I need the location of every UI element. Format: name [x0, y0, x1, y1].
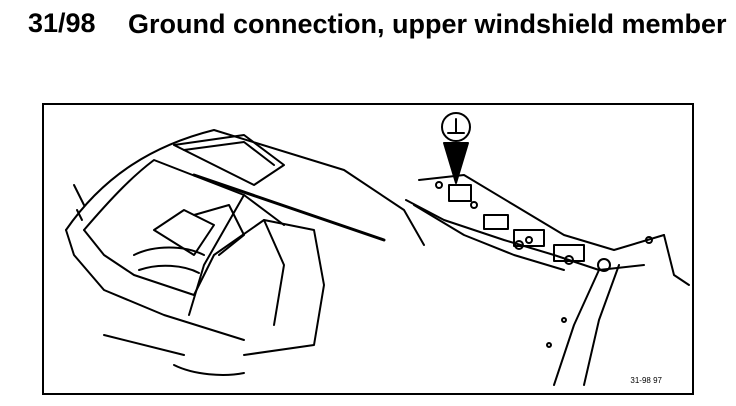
windshield-member-detail-drawing	[405, 112, 690, 386]
car-overview-drawing	[65, 129, 425, 376]
ground-symbol-icon	[441, 112, 471, 184]
figure-reference: 31-98 97	[630, 376, 662, 385]
section-number: 31/98	[28, 8, 96, 38]
illustration-frame: 31-98 97	[42, 103, 694, 395]
section-title: Ground connection, upper windshield memb…	[128, 9, 727, 39]
illustration	[65, 112, 690, 386]
